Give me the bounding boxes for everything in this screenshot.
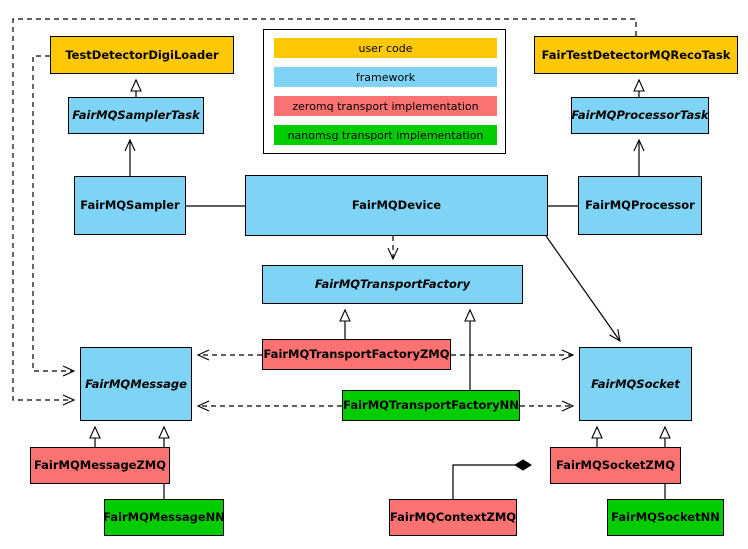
node-fairmqdevice[interactable]: FairMQDevice	[245, 175, 548, 236]
node-fairmqcontextzmq[interactable]: FairMQContextZMQ	[389, 499, 517, 536]
node-label: FairMQSocketNN	[611, 510, 720, 525]
node-fairmqsamplertask[interactable]: FairMQSamplerTask	[68, 97, 204, 134]
legend-item-nanomsg: nanomsg transport implementation	[274, 125, 497, 145]
edge-digiloader-message	[32, 55, 76, 377]
legend-panel: user code framework zeromq transport imp…	[263, 29, 506, 154]
node-label: FairMQMessage	[85, 376, 187, 391]
node-label: FairTestDetectorMQRecoTask	[541, 47, 731, 62]
legend-label: framework	[355, 70, 416, 84]
node-label: FairMQDevice	[351, 198, 442, 213]
legend-label: nanomsg transport implementation	[287, 128, 484, 142]
node-label: FairMQSocketZMQ	[556, 458, 675, 473]
node-label: TestDetectorDigiLoader	[65, 47, 219, 62]
node-label: FairMQSamplerTask	[72, 108, 200, 123]
node-fairmqsocket[interactable]: FairMQSocket	[579, 347, 692, 421]
node-label: FairMQMessageZMQ	[33, 458, 167, 473]
node-label: FairMQContextZMQ	[389, 510, 517, 525]
node-label: FairMQProcessor	[585, 198, 695, 213]
node-fairmqsampler[interactable]: FairMQSampler	[74, 176, 186, 235]
edge-device-socket	[545, 235, 621, 343]
node-label: FairMQSocket	[591, 376, 680, 391]
legend-item-user-code: user code	[274, 38, 497, 58]
legend-label: user code	[358, 41, 413, 55]
node-fairmqtransportfactoryzmq[interactable]: FairMQTransportFactoryZMQ	[262, 339, 451, 370]
node-fairtestdetectormqrecotask[interactable]: FairTestDetectorMQRecoTask	[534, 36, 738, 74]
node-label: FairMQProcessorTask	[571, 108, 709, 123]
edge-contextzmq-socketzmq	[452, 459, 532, 499]
node-fairmqsocketnn[interactable]: FairMQSocketNN	[607, 499, 724, 536]
node-fairmqtransportfactorynn[interactable]: FairMQTransportFactoryNN	[342, 390, 520, 421]
node-fairmqmessagezmq[interactable]: FairMQMessageZMQ	[30, 447, 170, 484]
node-label: FairMQMessageNN	[103, 510, 225, 525]
node-fairmqmessage[interactable]: FairMQMessage	[80, 347, 192, 421]
edge-recotask-message	[12, 18, 637, 406]
node-label: FairMQTransportFactoryZMQ	[263, 347, 450, 362]
legend-item-framework: framework	[274, 67, 497, 87]
legend-item-zeromq: zeromq transport implementation	[274, 96, 497, 116]
node-fairmqprocessor[interactable]: FairMQProcessor	[578, 176, 702, 235]
node-label: FairMQTransportFactoryNN	[343, 398, 519, 413]
node-testdetectordigiloader[interactable]: TestDetectorDigiLoader	[50, 36, 234, 74]
legend-label: zeromq transport implementation	[292, 99, 479, 113]
node-fairmqprocessortask[interactable]: FairMQProcessorTask	[571, 97, 709, 134]
node-label: FairMQSampler	[80, 198, 180, 213]
node-fairmqmessagenn[interactable]: FairMQMessageNN	[103, 499, 225, 536]
node-label: FairMQTransportFactory	[314, 277, 471, 292]
node-fairmqtransportfactory[interactable]: FairMQTransportFactory	[262, 265, 523, 304]
node-fairmqsocketzmq[interactable]: FairMQSocketZMQ	[550, 447, 681, 484]
